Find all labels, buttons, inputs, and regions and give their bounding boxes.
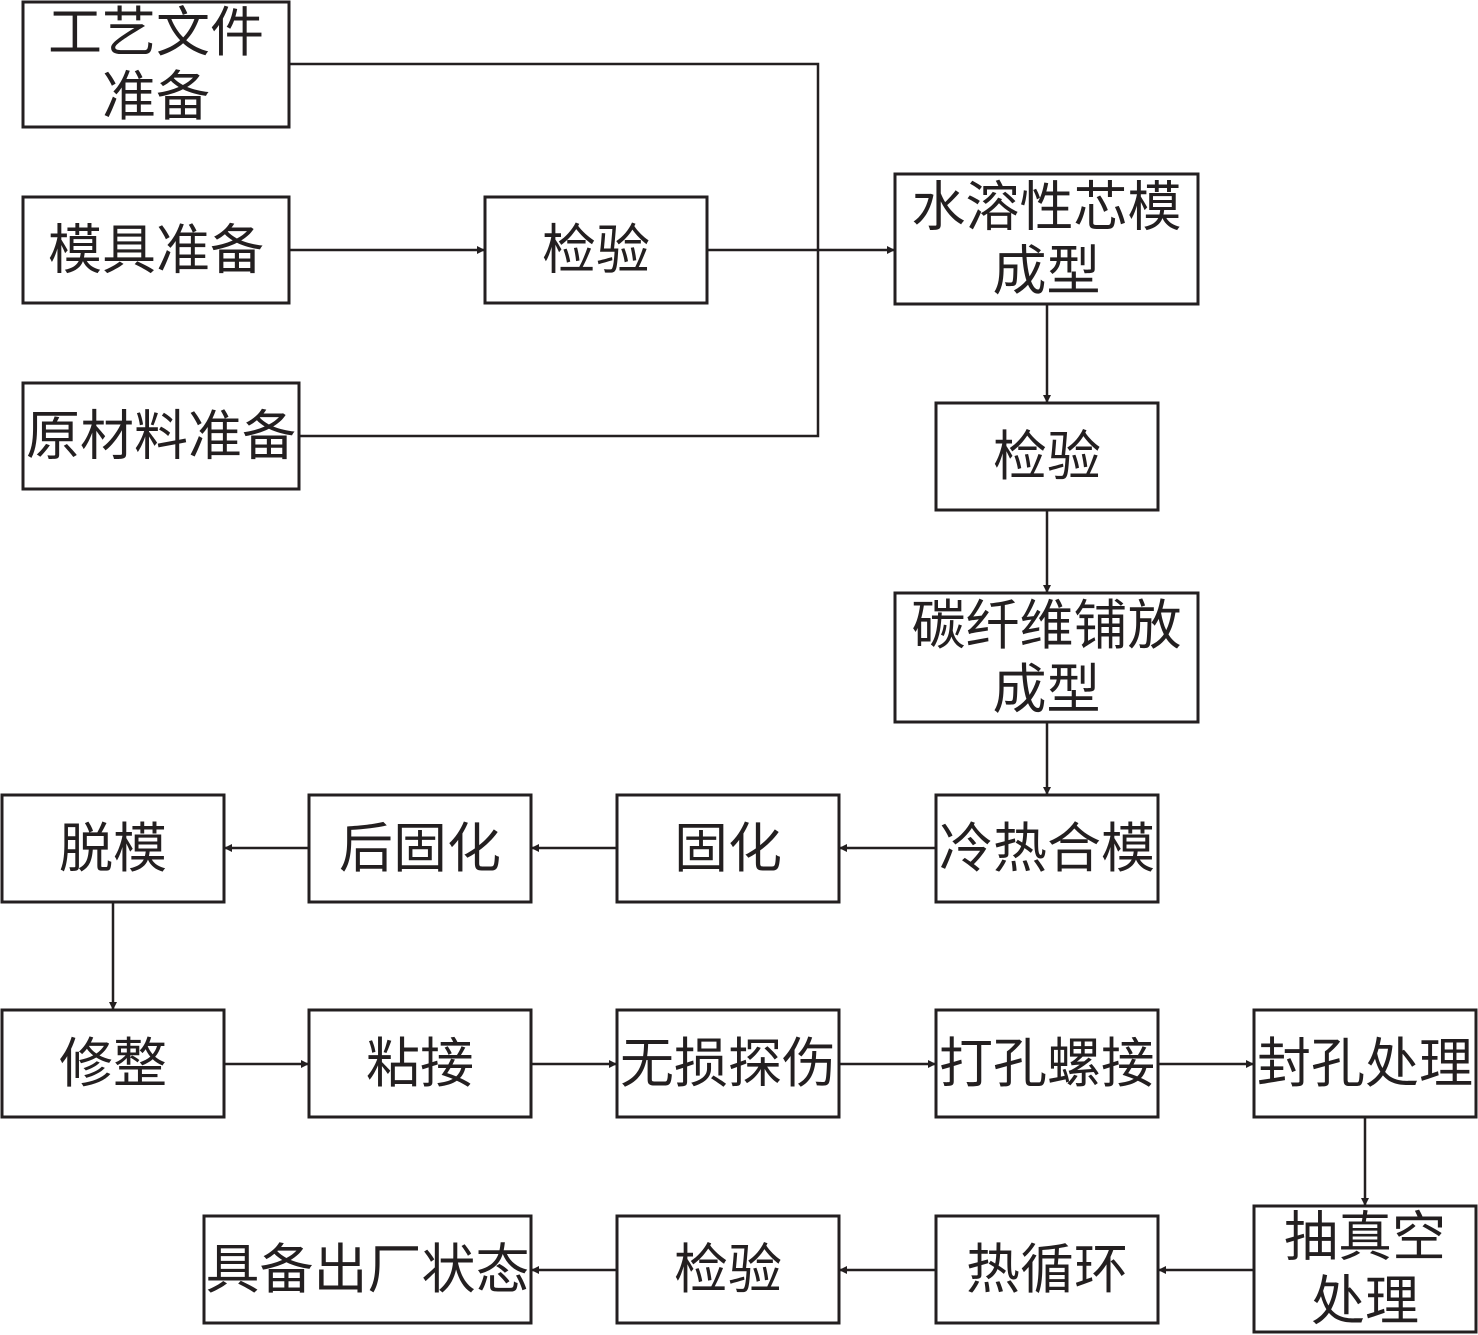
node-bonding-label-1: 粘接	[366, 1032, 474, 1095]
node-trimming-label-1: 修整	[59, 1032, 167, 1095]
node-process-docs-label-2: 准备	[102, 65, 210, 128]
edge-raw-material-to-core-forming	[299, 250, 820, 438]
node-hot-cold-close: 冷热合模	[934, 793, 1160, 904]
node-inspect-core-label-1: 检验	[993, 425, 1101, 488]
node-inspect-final: 检验	[615, 1214, 841, 1325]
node-trimming: 修整	[0, 1008, 226, 1119]
node-raw-material-box	[21, 381, 301, 491]
node-hot-cold-close-label-1: 冷热合模	[939, 817, 1155, 880]
node-bonding: 粘接	[307, 1008, 533, 1119]
node-inspect-mold-label-1: 检验	[542, 219, 650, 282]
node-post-curing-box	[307, 793, 533, 904]
node-ready-label-1: 具备出厂状态	[206, 1238, 530, 1301]
node-drilling: 打孔螺接	[934, 1008, 1160, 1119]
node-curing: 固化	[615, 793, 841, 904]
node-thermal-cycle: 热循环	[934, 1214, 1160, 1325]
node-process-docs-box	[21, 0, 291, 129]
node-inspect-core: 检验	[934, 401, 1160, 512]
node-ndt: 无损探伤	[615, 1008, 841, 1119]
node-curing-label-1: 固化	[674, 817, 782, 880]
node-thermal-cycle-label-1: 热循环	[966, 1238, 1128, 1301]
node-carbon-layup-label-1: 碳纤维铺放	[912, 594, 1182, 657]
node-drilling-box	[934, 1008, 1160, 1119]
node-sealing-label-1: 封孔处理	[1257, 1032, 1473, 1095]
node-core-forming-box	[893, 172, 1200, 306]
node-process-docs-label-1: 工艺文件	[48, 1, 264, 64]
node-mold-prep-label-1: 模具准备	[48, 219, 264, 282]
node-raw-material-label-1: 原材料准备	[26, 405, 296, 468]
node-ready: 具备出厂状态	[202, 1214, 533, 1325]
node-thermal-cycle-box	[934, 1214, 1160, 1325]
node-post-curing-label-1: 后固化	[339, 817, 501, 880]
node-mold-prep: 模具准备	[21, 195, 291, 305]
node-drilling-label-1: 打孔螺接	[939, 1032, 1155, 1095]
node-ndt-label-1: 无损探伤	[620, 1032, 836, 1095]
node-carbon-layup-label-2: 成型	[993, 658, 1101, 721]
node-inspect-mold-box	[483, 195, 709, 305]
node-vacuum-label-1: 抽真空	[1284, 1206, 1446, 1269]
node-post-curing: 后固化	[307, 793, 533, 904]
node-demolding: 脱模	[0, 793, 226, 904]
node-inspect-final-label-1: 检验	[674, 1238, 782, 1301]
node-sealing: 封孔处理	[1252, 1008, 1478, 1119]
node-core-forming-label-2: 成型	[993, 240, 1101, 303]
node-hot-cold-close-box	[934, 793, 1160, 904]
node-raw-material: 原材料准备	[21, 381, 301, 491]
edge-process-docs-to-core-forming	[289, 62, 820, 250]
node-mold-prep-box	[21, 195, 291, 305]
node-demolding-box	[0, 793, 226, 904]
node-carbon-layup-box	[893, 591, 1200, 724]
node-core-forming-label-1: 水溶性芯模	[912, 176, 1182, 239]
node-bonding-box	[307, 1008, 533, 1119]
node-curing-box	[615, 793, 841, 904]
node-sealing-box	[1252, 1008, 1478, 1119]
node-vacuum-label-2: 处理	[1311, 1270, 1419, 1333]
node-inspect-mold: 检验	[483, 195, 709, 305]
node-ndt-box	[615, 1008, 841, 1119]
node-vacuum-box	[1252, 1204, 1478, 1334]
node-demolding-label-1: 脱模	[59, 817, 167, 880]
node-ready-box	[202, 1214, 533, 1325]
node-inspect-core-box	[934, 401, 1160, 512]
node-trimming-box	[0, 1008, 226, 1119]
node-inspect-final-box	[615, 1214, 841, 1325]
